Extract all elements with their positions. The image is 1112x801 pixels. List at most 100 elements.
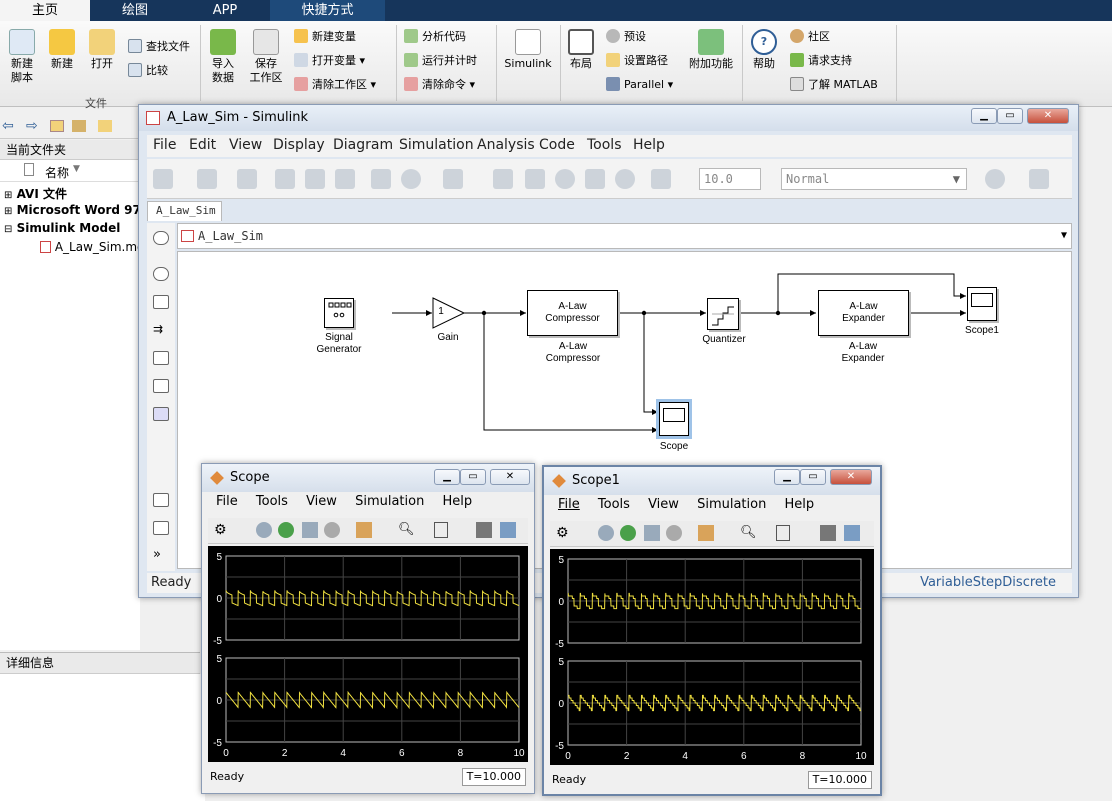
tab-home[interactable]: 主页 [0,0,90,21]
menu-diagram[interactable]: Diagram [333,137,394,153]
step-forward-icon[interactable] [644,525,660,541]
menu-code[interactable]: Code [539,137,575,153]
library-icon[interactable] [371,169,391,189]
analyze-code-button[interactable]: 分析代码 [404,27,466,47]
minimize-button[interactable]: ▁ [971,108,997,124]
file-column-header[interactable]: 名称 ▼ [0,160,140,182]
menu-tools[interactable]: Tools [597,497,630,512]
minimize-button[interactable]: ▁ [774,469,800,485]
new-model-icon[interactable] [153,169,173,189]
highlight-icon[interactable] [356,522,372,538]
menu-tools[interactable]: Tools [587,137,622,153]
maximize-button[interactable]: ▭ [460,469,486,485]
maximize-button[interactable]: ▭ [997,108,1023,124]
quantizer-block[interactable] [707,298,739,330]
edit-icon[interactable] [500,522,516,538]
sim-mode-select[interactable]: Normal▼ [781,168,967,190]
open-button[interactable]: 打开 [84,29,120,71]
back-icon[interactable] [275,169,295,189]
menu-simulation[interactable]: Simulation [355,494,425,509]
step-back-icon[interactable] [598,525,614,541]
tab-plots[interactable]: 绘图 [121,3,148,18]
stop-icon[interactable] [666,525,682,541]
file-group-simulink[interactable]: ⊟ Simulink Model [4,221,121,235]
compile-icon[interactable] [1029,169,1049,189]
request-support-button[interactable]: 请求支持 [790,51,852,71]
compare-button[interactable]: 比较 [128,61,168,81]
parallel-button[interactable]: Parallel ▾ [606,75,673,95]
step-icon[interactable] [525,169,545,189]
browse-icon[interactable] [72,120,86,132]
back-icon[interactable]: ⇦ [2,118,14,134]
tab-shortcuts[interactable]: 快捷方式 [270,0,385,21]
restore-icon[interactable] [476,522,492,538]
addons-button[interactable]: 附加功能 [686,29,736,71]
run-and-time-button[interactable]: 运行并计时 [404,51,477,71]
menu-edit[interactable]: Edit [189,137,217,153]
menu-display[interactable]: Display [273,137,325,153]
scope1-block[interactable] [967,287,997,321]
menu-view[interactable]: View [229,137,263,153]
menu-file[interactable]: File [153,137,177,153]
find-files-button[interactable]: 查找文件 [128,37,190,57]
compressor-block[interactable]: A-Law Compressor [527,290,618,336]
close-button[interactable]: ✕ [1027,108,1069,124]
run-icon[interactable] [278,522,294,538]
learn-matlab-button[interactable]: 了解 MATLAB [790,75,878,95]
menu-help[interactable]: Help [442,494,473,509]
simulink-button[interactable]: Simulink [502,29,554,71]
solver-link[interactable]: VariableStepDiscrete [920,575,1056,590]
file-group-avi[interactable]: ⊞ AVI 文件 [4,187,67,201]
open-model-icon[interactable] [197,169,217,189]
check-icon[interactable] [985,169,1005,189]
edit-icon[interactable] [844,525,860,541]
stop-time-input[interactable]: 10.0 [699,168,761,190]
menu-analysis[interactable]: Analysis [477,137,535,153]
menu-help[interactable]: Help [633,137,665,153]
new-script-button[interactable]: 新建 脚本 [4,29,40,85]
close-button[interactable]: ✕ [490,469,530,485]
zoom-in-icon[interactable] [153,267,169,281]
menu-simulation[interactable]: Simulation [697,497,767,512]
new-variable-button[interactable]: 新建变量 [294,27,356,47]
save-workspace-button[interactable]: 保存 工作区 [244,29,288,85]
zoom-icon[interactable]: 🔍︎ [740,525,757,540]
hide-browser-icon[interactable] [153,231,169,245]
image-icon[interactable] [153,379,169,393]
tab-model[interactable]: A_Law_Sim [147,201,222,221]
screenshot-icon[interactable] [153,493,169,507]
help-button[interactable]: ?帮助 [748,29,780,71]
clear-commands-button[interactable]: 清除命令 ▾ [404,75,475,95]
fit-view-icon[interactable] [153,295,169,309]
signal-generator-block[interactable] [324,298,354,328]
step-forward-icon[interactable] [302,522,318,538]
stop-icon[interactable] [615,169,635,189]
open-variable-button[interactable]: 打开变量 ▾ [294,51,365,71]
up-folder-icon[interactable] [50,120,64,132]
step-back-icon[interactable] [256,522,272,538]
highlight-icon[interactable] [698,525,714,541]
area-icon[interactable] [153,407,169,421]
autoscale-icon[interactable] [776,525,790,541]
forward-icon[interactable]: ⇨ [26,118,38,134]
gain-block[interactable] [432,297,466,329]
run-icon[interactable] [555,169,575,189]
layout-button[interactable]: 布局 [564,29,598,71]
explorer-icon[interactable] [153,521,169,535]
forward-icon[interactable] [305,169,325,189]
annotation-icon[interactable] [153,351,169,365]
set-path-button[interactable]: 设置路径 [606,51,668,71]
menu-view[interactable]: View [306,494,337,509]
scope-block[interactable] [659,402,689,436]
up-icon[interactable] [335,169,355,189]
config-icon[interactable] [443,169,463,189]
maximize-button[interactable]: ▭ [800,469,826,485]
community-button[interactable]: 社区 [790,27,830,47]
menu-file[interactable]: File [558,497,580,512]
menu-tools[interactable]: Tools [255,494,288,509]
zoom-icon[interactable]: 🔍︎ [398,522,415,537]
menu-simulation[interactable]: Simulation [399,137,474,153]
restore-icon[interactable] [820,525,836,541]
step-back-icon[interactable] [493,169,513,189]
model-breadcrumb[interactable]: A_Law_Sim ▼ [177,223,1072,249]
